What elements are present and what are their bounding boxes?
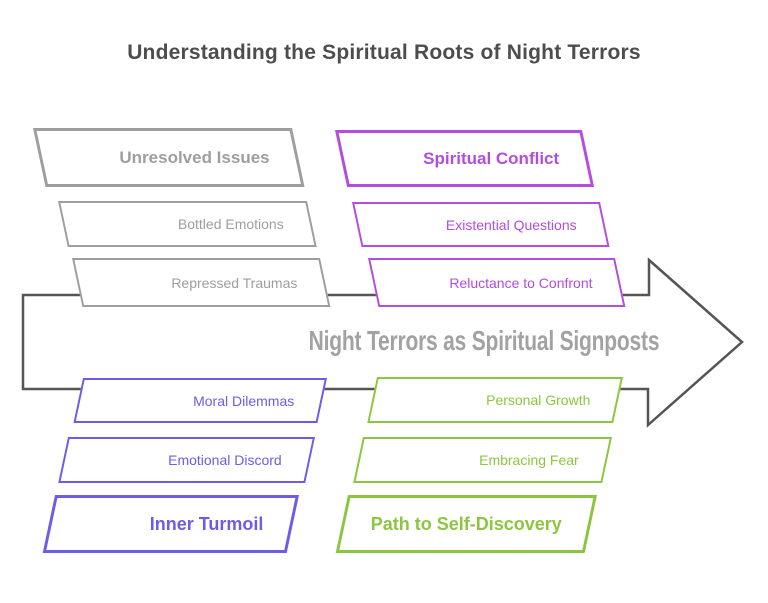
node-label: Emotional Discord [168,452,283,468]
node-label: Embracing Fear [479,452,580,468]
node-label: Moral Dilemmas [193,392,295,409]
node-inner-turmoil: Inner Turmoil [42,495,299,553]
node-label: Personal Growth [485,392,591,408]
node-unresolved-issues: Unresolved Issues [33,128,305,187]
node-bottled-emotions: Bottled Emotions [58,201,317,247]
node-label: Inner Turmoil [150,513,264,534]
node-label: Path to Self-Discovery [370,513,562,534]
arrow-caption: Night Terrors as Spiritual Signposts [308,326,660,357]
node-repressed-traumas: Repressed Traumas [72,258,331,307]
node-spiritual-conflict: Spiritual Conflict [335,130,595,187]
node-embracing-fear: Embracing Fear [353,437,612,483]
node-label: Bottled Emotions [178,216,284,232]
node-existential-questions: Existential Questions [352,202,610,247]
node-label: Repressed Traumas [171,274,298,291]
node-label: Unresolved Issues [119,147,270,167]
node-label: Spiritual Conflict [423,148,560,168]
node-moral-dilemmas: Moral Dilemmas [73,378,327,423]
node-emotional-discord: Emotional Discord [58,437,315,483]
page-title: Understanding the Spiritual Roots of Nig… [127,41,641,64]
node-path-to-self-discovery: Path to Self-Discovery [335,495,597,553]
node-personal-growth: Personal Growth [367,377,623,423]
node-label: Reluctance to Confront [449,274,593,291]
node-label: Existential Questions [446,216,577,233]
node-reluctance-to-confront: Reluctance to Confront [368,258,626,307]
